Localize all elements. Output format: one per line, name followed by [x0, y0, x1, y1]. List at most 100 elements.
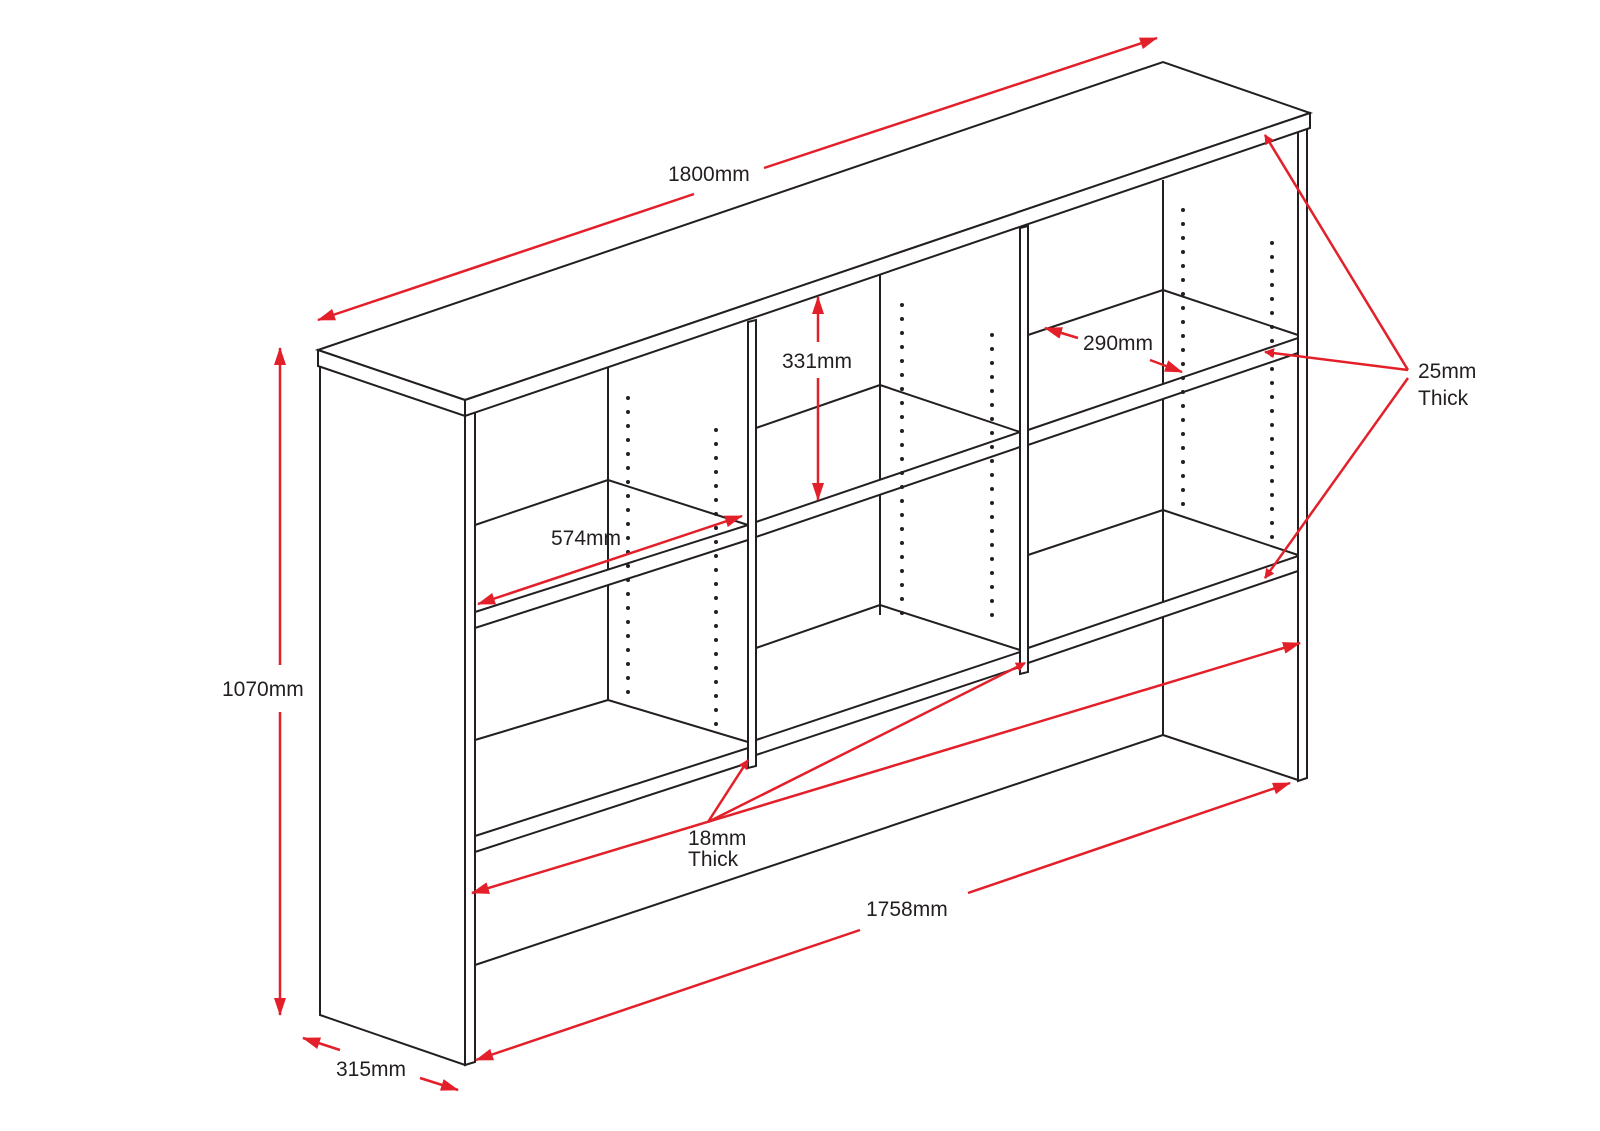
dimension-labels: 1800mm 1070mm 315mm 1758mm 574mm 331mm 2…: [222, 163, 1476, 1081]
shelf-pin-hole: [714, 498, 718, 502]
arrow-574: [477, 514, 743, 606]
shelf-pin-hole: [900, 331, 904, 335]
shelf-pin-hole: [1181, 418, 1185, 422]
shelf-mid-upper: [755, 430, 1021, 539]
shelf-pin-hole: [714, 610, 718, 614]
shelf-pin-hole: [1181, 222, 1185, 226]
shelf-pin-hole: [900, 401, 904, 405]
shelf-pin-hole: [900, 499, 904, 503]
label-panel-thickness-word: Thick: [688, 848, 739, 871]
shelf-pin-hole: [1270, 297, 1274, 301]
shelf-pin-hole: [626, 424, 630, 428]
shelf-pin-hole: [626, 634, 630, 638]
shelf-pin-hole: [1270, 521, 1274, 525]
shelf-pin-hole: [1181, 404, 1185, 408]
shelf-pin-hole: [990, 501, 994, 505]
shelf-pin-hole: [1270, 493, 1274, 497]
shelf-pin-hole: [1181, 306, 1185, 310]
shelf-pin-hole: [1270, 465, 1274, 469]
bottom-shelf: [474, 734, 1299, 966]
shelf-pin-hole: [1181, 320, 1185, 324]
shelf-pin-hole: [990, 529, 994, 533]
shelf-pin-hole: [626, 438, 630, 442]
shelf-pin-hole: [626, 396, 630, 400]
shelf-pin-hole: [1270, 367, 1274, 371]
shelf-pin-hole: [714, 694, 718, 698]
shelf-pin-hole: [1270, 395, 1274, 399]
shelf-pin-hole: [1181, 446, 1185, 450]
shelf-pin-hole: [900, 457, 904, 461]
shelf-pin-hole: [900, 611, 904, 615]
shelf-pin-hole: [1181, 278, 1185, 282]
shelf-pin-hole: [1181, 376, 1185, 380]
shelf-pin-hole: [626, 592, 630, 596]
shelf-pin-hole: [714, 582, 718, 586]
shelf-pin-hole: [1270, 241, 1274, 245]
shelf-pin-hole: [1270, 339, 1274, 343]
shelf-pin-hole: [900, 303, 904, 307]
shelf-pin-hole: [900, 317, 904, 321]
label-top-thickness: 25mm: [1418, 360, 1476, 383]
label-panel-thickness: 18mm: [688, 827, 746, 850]
label-compartment-width: 574mm: [551, 527, 621, 550]
bookcase-body: [314, 60, 1314, 1067]
shelf-pin-hole: [900, 569, 904, 573]
shelf-pin-hole: [1270, 451, 1274, 455]
shelf-pin-hole: [714, 442, 718, 446]
label-shelf-spacing: 331mm: [782, 350, 852, 373]
shelf-pin-hole: [1270, 437, 1274, 441]
shelf-pin-hole: [900, 541, 904, 545]
arrow-inner-width: [471, 641, 1301, 895]
shelf-pin-hole: [1270, 479, 1274, 483]
shelf-pin-hole: [626, 662, 630, 666]
shelf-pin-hole: [990, 389, 994, 393]
shelf-pin-hole: [1270, 311, 1274, 315]
divider-left: [747, 318, 757, 770]
shelf-pin-hole: [900, 597, 904, 601]
shelf-pin-hole: [1181, 250, 1185, 254]
shelf-pin-hole: [900, 345, 904, 349]
shelf-pin-hole: [990, 571, 994, 575]
shelf-pin-hole: [714, 456, 718, 460]
shelf-pin-hole: [1270, 325, 1274, 329]
shelf-pin-hole: [1270, 507, 1274, 511]
shelf-pin-hole: [900, 485, 904, 489]
shelf-pin-hole: [714, 554, 718, 558]
shelf-pin-hole: [900, 527, 904, 531]
shelf-pin-hole: [714, 484, 718, 488]
arrow-1800-right: [763, 36, 1158, 170]
shelf-pin-holes: [626, 208, 1274, 726]
shelf-pin-hole: [1181, 460, 1185, 464]
shelf-pin-hole: [1181, 502, 1185, 506]
shelf-pin-hole: [990, 445, 994, 449]
shelf-pin-hole: [714, 512, 718, 516]
shelf-pin-hole: [990, 403, 994, 407]
shelf-pin-hole: [1181, 362, 1185, 366]
shelf-pin-hole: [990, 417, 994, 421]
shelf-pin-hole: [626, 676, 630, 680]
shelf-pin-hole: [900, 429, 904, 433]
shelf-pin-hole: [1270, 255, 1274, 259]
shelf-pin-hole: [626, 690, 630, 694]
shelf-pin-hole: [626, 522, 630, 526]
shelf-pin-hole: [900, 555, 904, 559]
shelf-pin-hole: [990, 487, 994, 491]
shelf-pin-hole: [990, 515, 994, 519]
shelf-pin-hole: [626, 648, 630, 652]
shelf-pin-hole: [990, 585, 994, 589]
shelf-pin-hole: [990, 361, 994, 365]
shelf-pin-hole: [900, 471, 904, 475]
shelf-pin-hole: [1270, 409, 1274, 413]
shelf-pin-hole: [1270, 283, 1274, 287]
shelf-pin-hole: [1270, 535, 1274, 539]
label-shelf-depth: 290mm: [1083, 332, 1153, 355]
shelf-pin-hole: [714, 652, 718, 656]
shelf-pin-hole: [1181, 236, 1185, 240]
shelf-pin-hole: [1181, 292, 1185, 296]
shelf-pin-hole: [714, 470, 718, 474]
shelf-pin-hole: [714, 596, 718, 600]
shelf-pin-hole: [990, 431, 994, 435]
shelf-pin-hole: [990, 347, 994, 351]
shelf-pin-hole: [626, 606, 630, 610]
